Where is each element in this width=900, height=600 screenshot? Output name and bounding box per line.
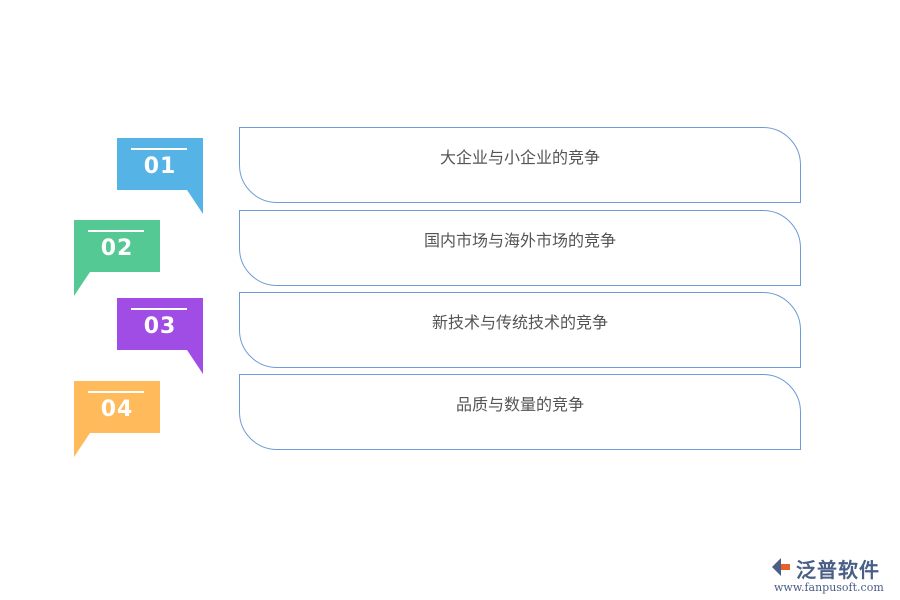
tag-bar <box>131 148 187 150</box>
tag-tail <box>187 190 203 214</box>
number-tag-04: 04 <box>74 381 160 457</box>
item-label: 新技术与传统技术的竞争 <box>431 313 608 332</box>
item-label: 品质与数量的竞争 <box>455 395 584 414</box>
tag-bar <box>131 308 187 310</box>
item-label: 国内市场与海外市场的竞争 <box>423 231 616 250</box>
number-tag-01: 01 <box>117 138 203 214</box>
logo-brand-text: 泛普软件 <box>796 558 880 582</box>
tag-tail <box>187 350 203 374</box>
number-tag-03: 03 <box>117 298 203 374</box>
item-box-02: 国内市场与海外市场的竞争 <box>239 210 801 286</box>
logo-url-text: www.fanpusoft.com <box>774 581 884 594</box>
tag-tail <box>74 433 90 457</box>
tag-number: 04 <box>100 397 134 422</box>
tag-number: 02 <box>100 236 134 261</box>
item-box-04: 品质与数量的竞争 <box>239 374 801 450</box>
logo-mark-icon <box>772 558 790 576</box>
tag-tail <box>74 272 90 296</box>
number-tag-02: 02 <box>74 220 160 296</box>
item-box-01: 大企业与小企业的竞争 <box>239 127 801 203</box>
tag-number: 03 <box>143 314 177 339</box>
brand-logo: 泛普软件 www.fanpusoft.com <box>768 554 894 594</box>
item-label: 大企业与小企业的竞争 <box>439 148 600 167</box>
tag-bar <box>88 230 144 232</box>
item-box-03: 新技术与传统技术的竞争 <box>239 292 801 368</box>
tag-bar <box>88 391 144 393</box>
tag-number: 01 <box>143 154 177 179</box>
